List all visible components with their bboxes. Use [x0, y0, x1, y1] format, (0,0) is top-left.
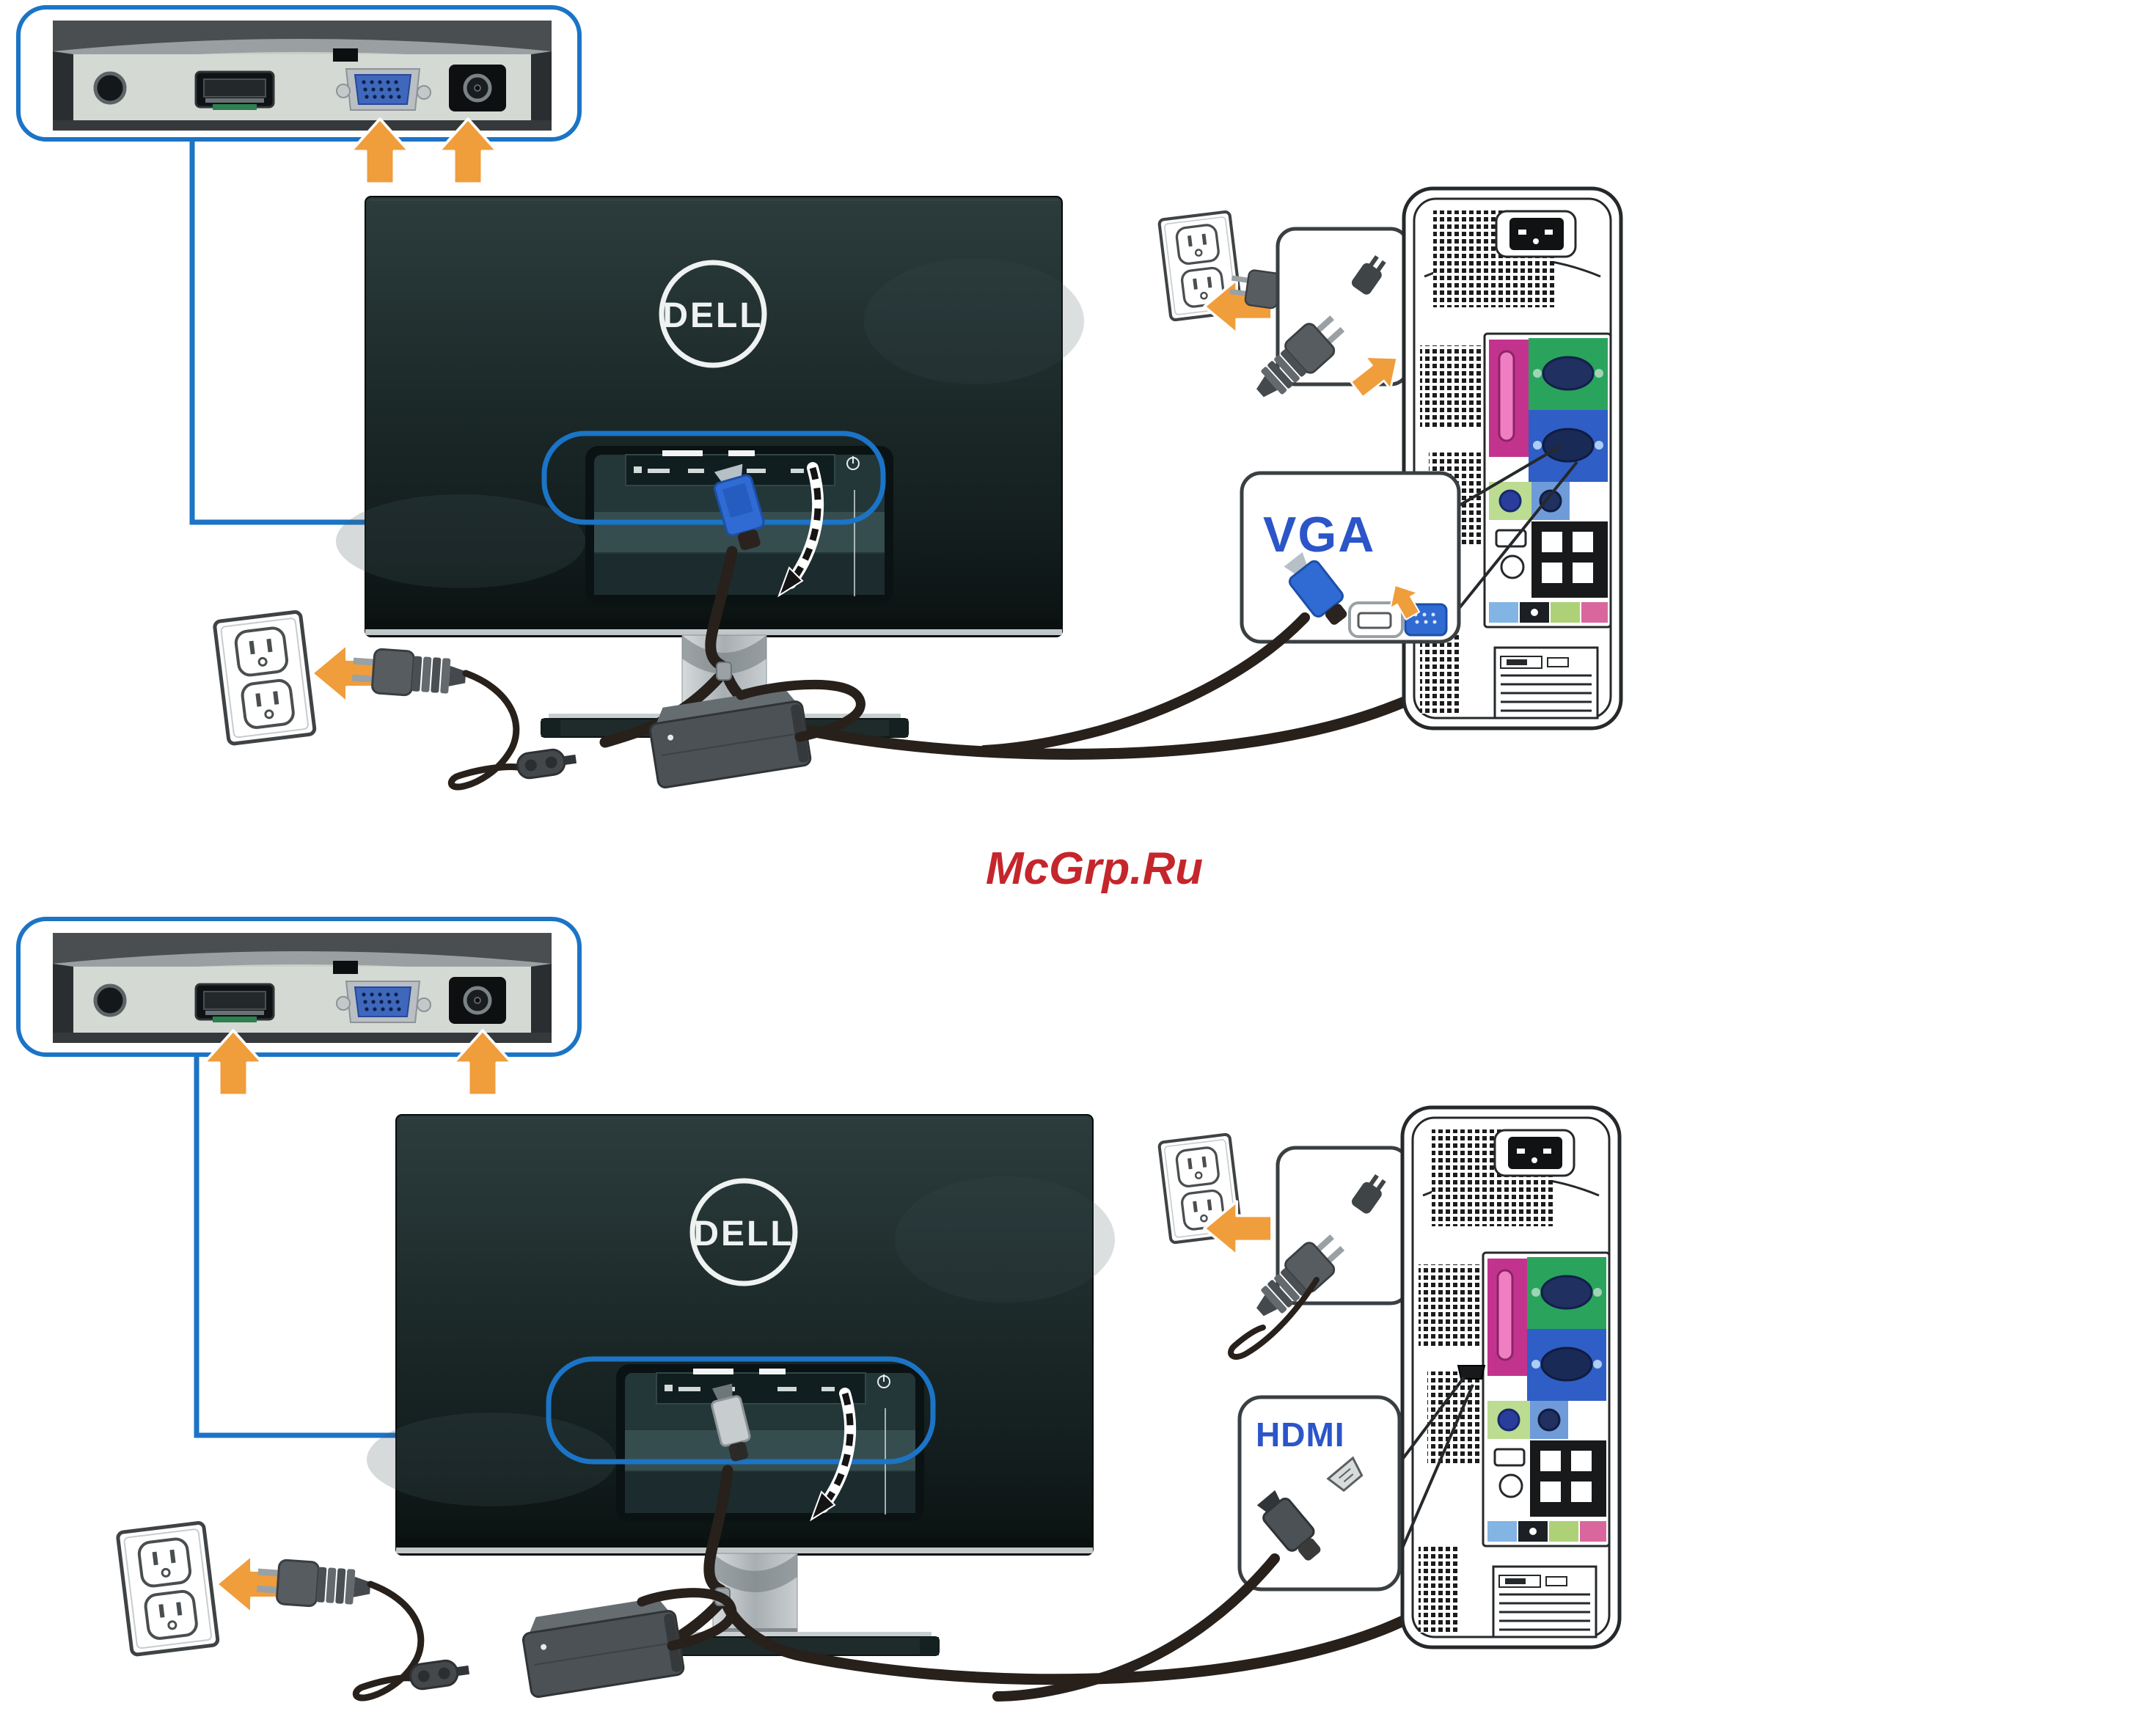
- hdmi-connector-plugged: [711, 1383, 751, 1462]
- hdmi-cable: [992, 1553, 1280, 1702]
- hdmi-label: HDMI: [1256, 1415, 1345, 1454]
- callout-line: [1457, 444, 1562, 508]
- dell-logo-ring: [659, 260, 767, 368]
- power-cord: [447, 670, 521, 791]
- vga-connector-plugged: [713, 464, 765, 551]
- vga-connection-section: DELL VGA: [16, 5, 1621, 791]
- power-cable: [599, 673, 724, 748]
- cable-clip: [716, 662, 732, 681]
- dashed-route-arrow: [777, 462, 824, 598]
- dell-logo-text: DELL: [662, 296, 763, 335]
- adapter-cord: [637, 1588, 737, 1651]
- hdmi-label-box: HDMI: [992, 1395, 1402, 1702]
- dashed-route-arrow: [810, 1388, 857, 1522]
- power-cord: [352, 1581, 425, 1702]
- vga-cable: [979, 612, 1310, 755]
- vga-label: VGA: [1263, 507, 1375, 563]
- tower-hdmi-port: [1457, 1365, 1486, 1380]
- signal-cable: [703, 1465, 733, 1596]
- vga-cable-connector: [1284, 552, 1347, 625]
- adapter-cord: [736, 679, 865, 742]
- callout-line: [1398, 1384, 1474, 1556]
- hdmi-cable-connector: [1256, 1490, 1321, 1561]
- dell-logo-text: DELL: [693, 1215, 794, 1253]
- monitor-back-hdmi: [366, 1114, 1116, 1656]
- callout-line: [1398, 1376, 1465, 1465]
- monitor-ports-callout: [546, 1356, 936, 1465]
- monitor-ports-callout: [541, 431, 886, 525]
- vga-label-box: VGA: [979, 471, 1461, 755]
- signal-cable: [705, 546, 738, 672]
- hdmi-port-icon: [1326, 1456, 1364, 1493]
- hdmi-connection-section: DELL HDMI: [16, 917, 1620, 1702]
- power-cord: [1228, 1277, 1320, 1360]
- dell-logo-ring: [689, 1178, 798, 1286]
- watermark: McGrp.Ru: [986, 843, 1203, 894]
